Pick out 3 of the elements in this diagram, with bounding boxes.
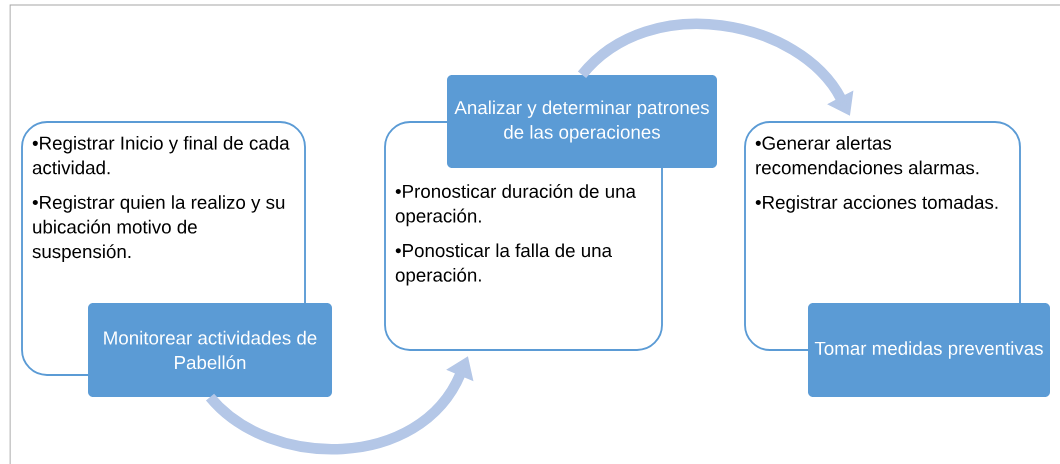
label-box: Tomar medidas preventivas [808,303,1050,397]
label-box: Analizar y determinar patrones de las operaciones [447,75,717,168]
label-box: Monitorear actividades de Pabellón [88,303,332,397]
